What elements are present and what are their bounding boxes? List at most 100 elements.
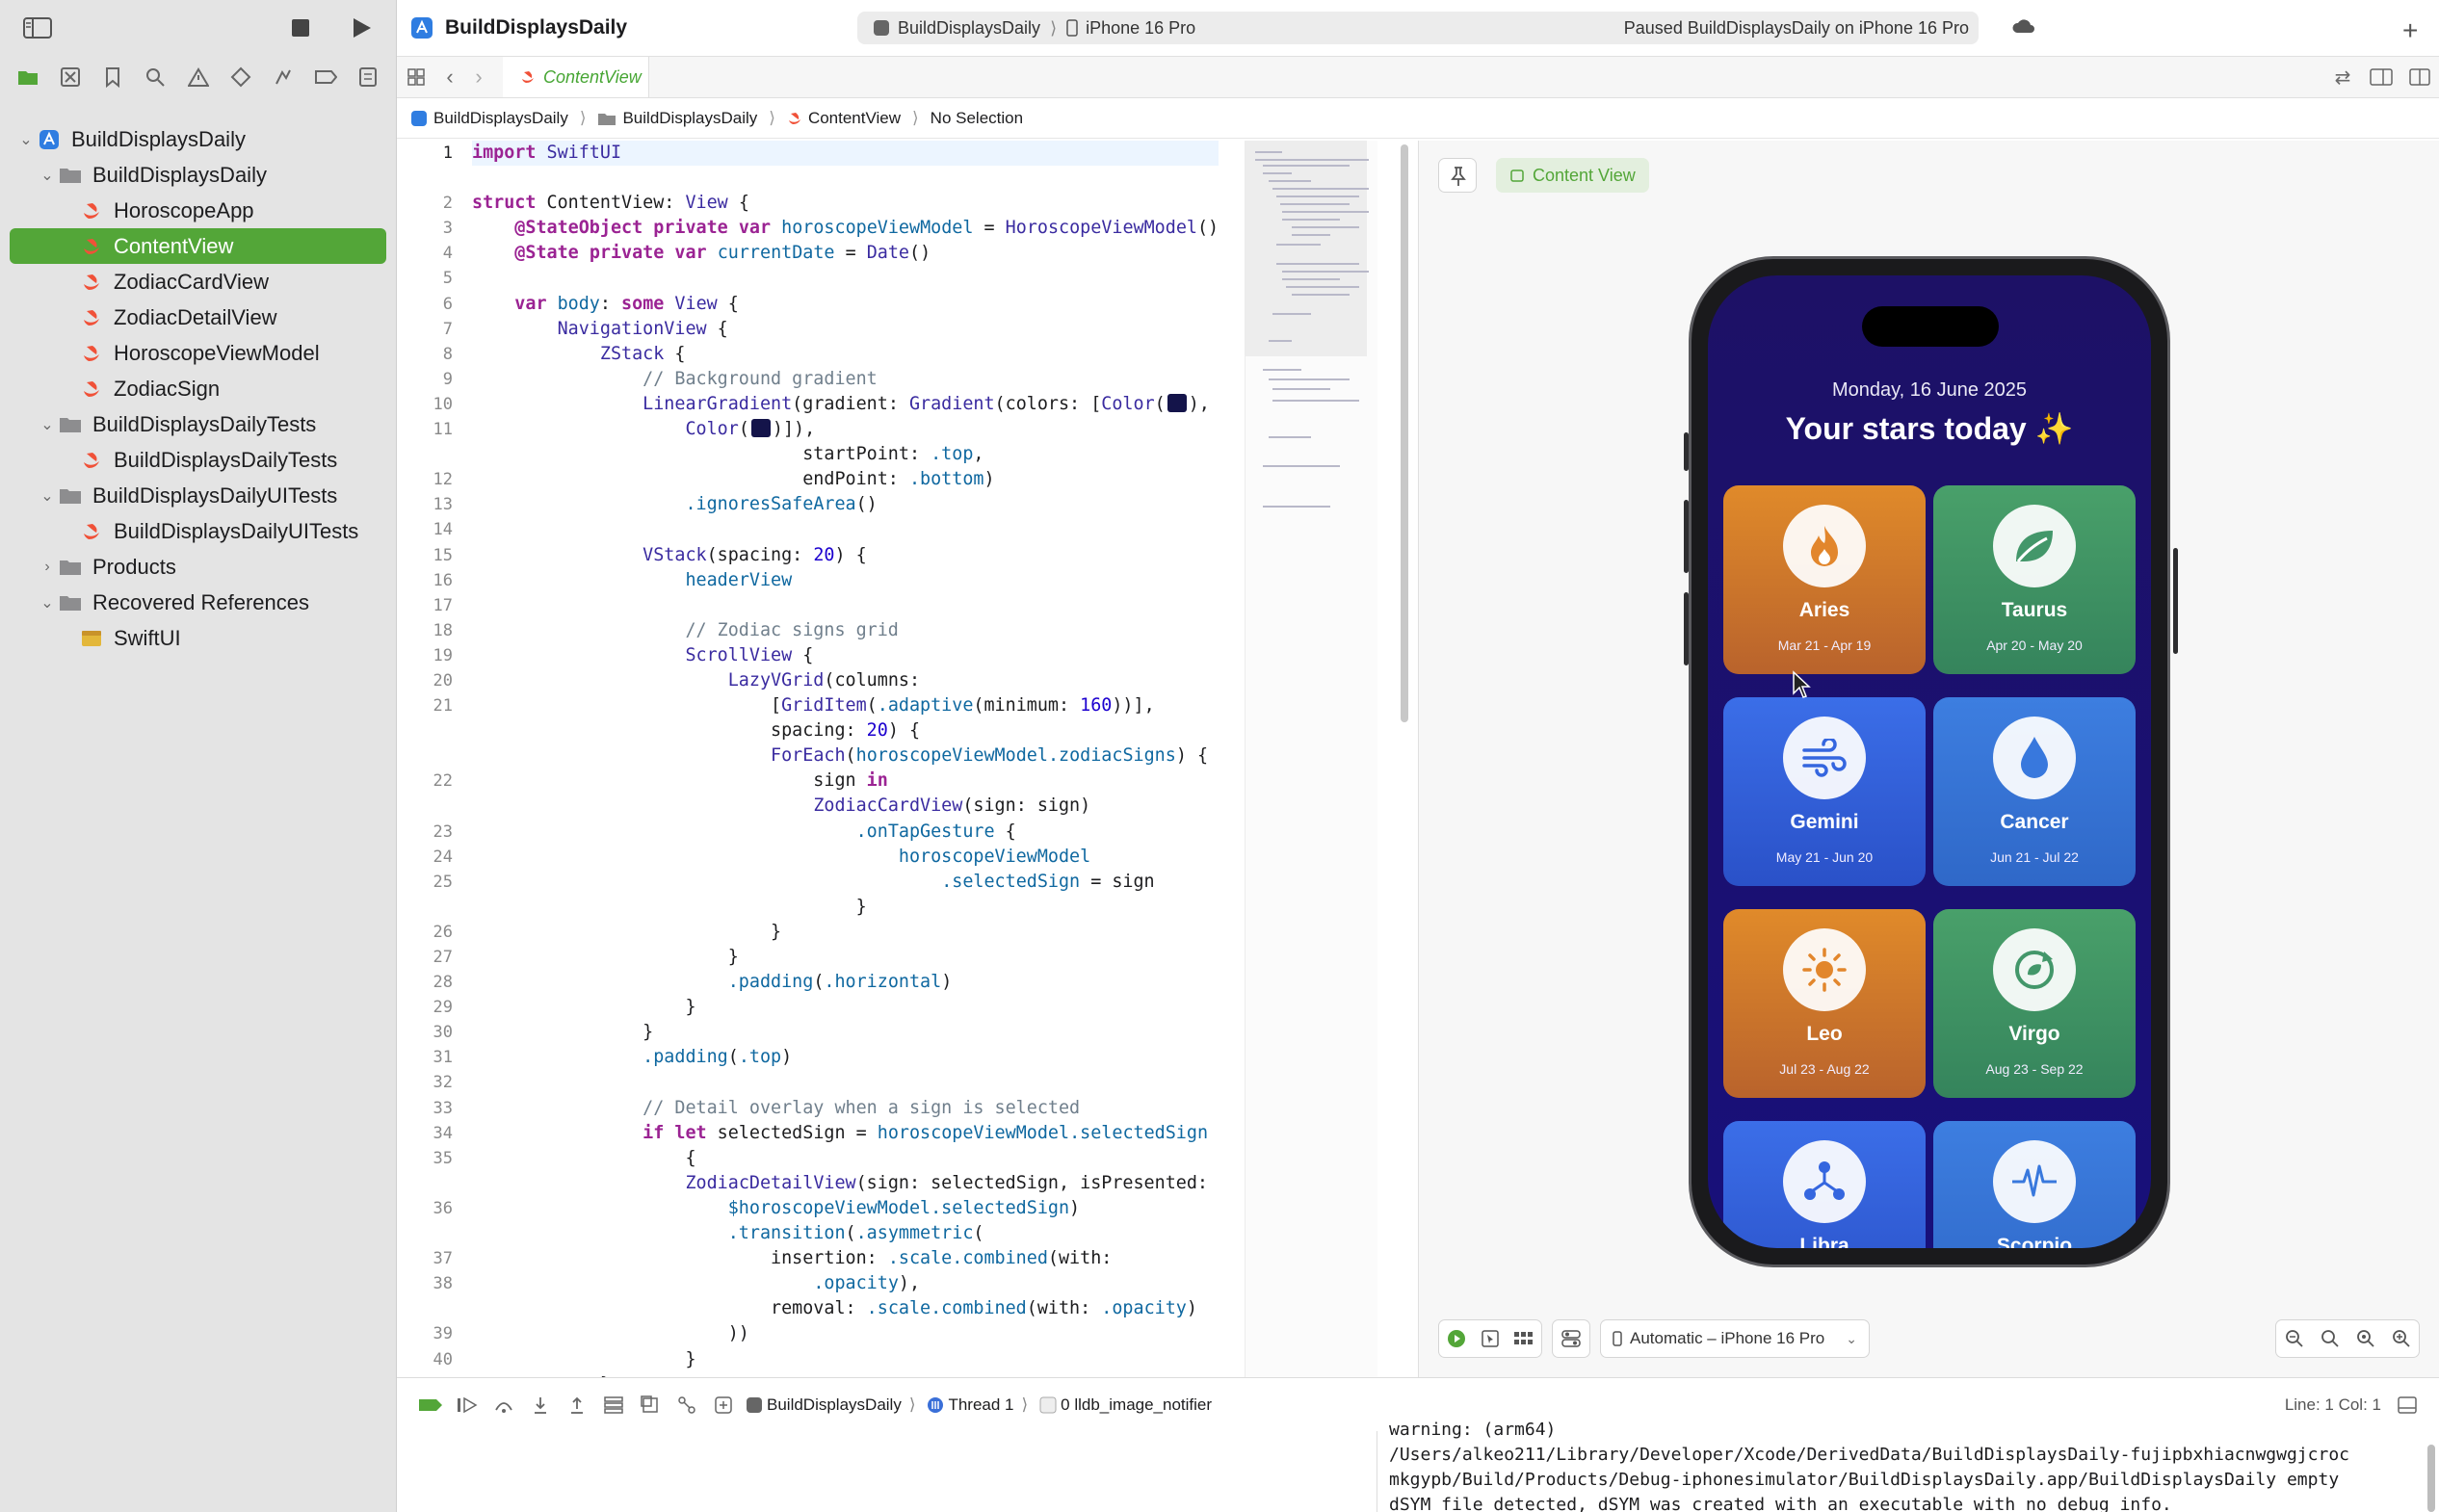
code-line[interactable]: @StateObject private var horoscopeViewMo… — [514, 218, 1220, 239]
step-over-icon[interactable] — [485, 1396, 522, 1414]
environment-icon[interactable] — [669, 1395, 705, 1415]
device-name[interactable]: iPhone 16 Pro — [1086, 17, 1196, 38]
code-line[interactable]: } — [472, 1372, 1219, 1377]
code-line[interactable]: } — [472, 896, 867, 917]
code-line[interactable]: ZStack { — [599, 343, 686, 364]
code-line[interactable]: @State private var currentDate = Date() — [514, 243, 931, 264]
issue-icon[interactable] — [180, 63, 217, 91]
code-line[interactable]: var body: some View { — [514, 293, 739, 314]
disclosure-chevron-icon[interactable]: › — [44, 558, 50, 575]
zoom-in-icon[interactable] — [2392, 1329, 2411, 1348]
forward-icon[interactable]: › — [475, 65, 483, 89]
variables-view[interactable] — [397, 1431, 1377, 1512]
code-line[interactable]: headerView — [685, 569, 793, 590]
breadcrumb-project[interactable]: BuildDisplaysDaily — [433, 108, 568, 127]
zoom-out-icon[interactable] — [2285, 1329, 2304, 1348]
panel-toggle-icon[interactable] — [2389, 1395, 2426, 1414]
navigator-item[interactable]: ›Products — [10, 549, 386, 585]
disclosure-chevron-icon[interactable]: ⌄ — [40, 167, 54, 184]
console-scrollbar[interactable] — [2427, 1445, 2435, 1512]
disclosure-chevron-icon[interactable]: ⌄ — [19, 131, 33, 148]
grid-icon[interactable] — [397, 67, 435, 87]
debug-scheme[interactable]: BuildDisplaysDaily — [767, 1395, 902, 1414]
code-line[interactable]: } — [472, 1022, 654, 1043]
code-line[interactable]: .onTapGesture { — [855, 821, 1016, 842]
tab-contentview[interactable]: ContentView — [503, 57, 649, 97]
breakpoints-toggle-icon[interactable] — [412, 1398, 449, 1412]
code-line[interactable]: Color()]), — [685, 419, 816, 440]
code-line[interactable]: } — [472, 921, 782, 942]
code-line[interactable] — [472, 266, 1219, 291]
code-line[interactable]: ScrollView { — [685, 644, 814, 665]
code-line[interactable]: ZodiacCardView(sign: sign) — [813, 795, 1091, 817]
code-line[interactable]: removal: .scale.combined(with: .opacity) — [472, 1298, 1197, 1319]
phone-screen[interactable]: Monday, 16 June 2025 Your stars today ✨ … — [1708, 275, 2151, 1248]
back-icon[interactable]: ‹ — [446, 65, 454, 89]
device-settings-button[interactable] — [1552, 1319, 1590, 1358]
code-line[interactable]: .ignoresSafeArea() — [685, 494, 878, 515]
minimap-viewport[interactable] — [1246, 141, 1367, 356]
device-picker[interactable]: Automatic – iPhone 16 Pro ⌄ — [1600, 1319, 1870, 1358]
code-line[interactable]: // Zodiac signs grid — [472, 619, 899, 640]
variants-icon[interactable] — [1514, 1332, 1534, 1345]
debug-thread[interactable]: Thread 1 — [948, 1395, 1014, 1414]
source-control-icon[interactable] — [52, 63, 89, 91]
code-line[interactable]: // Background gradient — [472, 368, 878, 389]
navigator-item[interactable]: HoroscopeApp — [10, 193, 386, 228]
navigator-item[interactable]: ContentView — [10, 228, 386, 264]
disclosure-chevron-icon[interactable]: ⌄ — [40, 487, 54, 505]
zodiac-card-scorpio[interactable]: Scorpio — [1933, 1121, 2136, 1248]
code-line[interactable] — [472, 166, 1219, 191]
code-line[interactable]: LazyVGrid(columns: — [727, 669, 921, 691]
disclosure-chevron-icon[interactable]: ⌄ — [40, 416, 54, 433]
preview-label-button[interactable]: Content View — [1496, 158, 1649, 193]
code-line[interactable]: .transition(.asymmetric( — [727, 1223, 984, 1244]
navigator-item[interactable]: ZodiacCardView — [10, 264, 386, 300]
report-icon[interactable] — [350, 63, 386, 91]
zoom-fit-icon[interactable] — [2321, 1329, 2340, 1348]
code-line[interactable]: [GridItem(.adaptive(minimum: 160))], — [472, 695, 1155, 717]
code-text[interactable]: import SwiftUI struct ContentView: View … — [472, 141, 1220, 1377]
code-line[interactable]: sign in — [472, 770, 888, 792]
code-line[interactable]: )) — [472, 1323, 749, 1344]
run-icon[interactable] — [350, 16, 373, 39]
navigator-item[interactable]: HoroscopeViewModel — [10, 335, 386, 371]
breadcrumb-group[interactable]: BuildDisplaysDaily — [622, 108, 758, 127]
code-line[interactable]: .padding(.top) — [643, 1047, 793, 1068]
navigator-item[interactable]: ⌄BuildDisplaysDaily — [10, 157, 386, 193]
disclosure-chevron-icon[interactable]: ⌄ — [40, 594, 54, 612]
code-line[interactable]: } — [472, 947, 739, 967]
view-hierarchy-icon[interactable] — [595, 1395, 632, 1414]
code-line[interactable]: { — [472, 1147, 696, 1168]
code-line[interactable] — [472, 517, 1219, 542]
zoom-actual-icon[interactable] — [2356, 1329, 2375, 1348]
live-preview-icon[interactable] — [1447, 1329, 1466, 1348]
pin-button[interactable] — [1438, 158, 1477, 193]
scheme-name[interactable]: BuildDisplaysDaily — [898, 17, 1041, 38]
step-out-icon[interactable] — [559, 1395, 595, 1415]
code-line[interactable]: $horoscopeViewModel.selectedSign) — [727, 1197, 1081, 1218]
cloud-icon[interactable] — [2011, 17, 2036, 35]
breadcrumb-file[interactable]: ContentView — [807, 108, 902, 127]
code-line[interactable]: .padding(.horizontal) — [727, 972, 953, 993]
navigator-item[interactable]: ⌄BuildDisplaysDaily — [10, 121, 386, 157]
step-into-icon[interactable] — [522, 1395, 559, 1415]
code-line[interactable]: ZodiacDetailView(sign: selectedSign, isP… — [685, 1172, 1208, 1193]
code-line[interactable]: .selectedSign = sign — [941, 871, 1155, 892]
code-line[interactable]: import SwiftUI — [472, 141, 1220, 167]
continue-icon[interactable] — [449, 1396, 485, 1414]
editor-options-icon[interactable] — [2362, 67, 2400, 87]
test-icon[interactable] — [223, 63, 259, 91]
navigator-item[interactable]: BuildDisplaysDailyTests — [10, 442, 386, 478]
breakpoint-icon[interactable] — [307, 63, 344, 91]
bookmark-icon[interactable] — [94, 63, 131, 91]
code-line[interactable]: horoscopeViewModel — [898, 846, 1091, 867]
editor-scrollbar[interactable] — [1401, 144, 1408, 722]
stop-icon[interactable] — [290, 17, 311, 39]
